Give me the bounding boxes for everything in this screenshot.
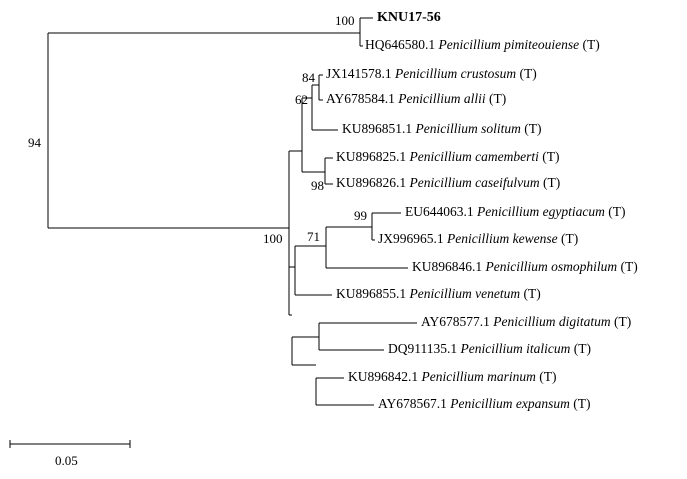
scale-bar: 0.05	[9, 440, 131, 468]
taxon-label: DQ911135.1 Penicillium italicum (T)	[388, 341, 591, 356]
taxon-label: KU896855.1 Penicillium venetum (T)	[336, 286, 541, 301]
taxon-label: JX141578.1 Penicillium crustosum (T)	[326, 66, 537, 81]
bootstrap-label: 99	[354, 208, 367, 223]
taxon-label: EU644063.1 Penicillium egyptiacum (T)	[405, 204, 625, 219]
taxon-label: AY678567.1 Penicillium expansum (T)	[378, 396, 591, 411]
taxon-label: HQ646580.1 Penicillium pimiteouiense (T)	[365, 37, 600, 52]
taxon-label: KU896825.1 Penicillium camemberti (T)	[336, 149, 559, 164]
taxon-label: KU896846.1 Penicillium osmophilum (T)	[412, 259, 638, 274]
bootstrap-label: 94	[28, 135, 42, 150]
bootstrap-label: 98	[311, 178, 324, 193]
root-node: 94	[28, 32, 360, 229]
taxon-label: AY678584.1 Penicillium allii (T)	[326, 91, 506, 106]
taxon-label: KU896842.1 Penicillium marinum (T)	[348, 369, 557, 384]
clade-knu17-56: 100 KNU17-56 HQ646580.1 Penicillium pimi…	[335, 10, 600, 52]
taxon-label: KU896851.1 Penicillium solitum (T)	[342, 121, 542, 136]
scale-bar-label: 0.05	[55, 453, 78, 468]
bootstrap-label: 100	[335, 13, 355, 28]
taxon-label: JX996965.1 Penicillium kewense (T)	[378, 231, 578, 246]
bootstrap-label: 84	[302, 70, 316, 85]
bootstrap-label: 71	[307, 229, 320, 244]
bootstrap-label: 62	[295, 92, 308, 107]
clade-main: 100 62 84 JX141578.1 Penicillium crustos…	[263, 66, 638, 411]
taxon-label: KU896826.1 Penicillium caseifulvum (T)	[336, 175, 560, 190]
bootstrap-label: 100	[263, 231, 283, 246]
taxon-label-query: KNU17-56	[377, 10, 441, 25]
taxon-label: AY678577.1 Penicillium digitatum (T)	[421, 314, 631, 329]
